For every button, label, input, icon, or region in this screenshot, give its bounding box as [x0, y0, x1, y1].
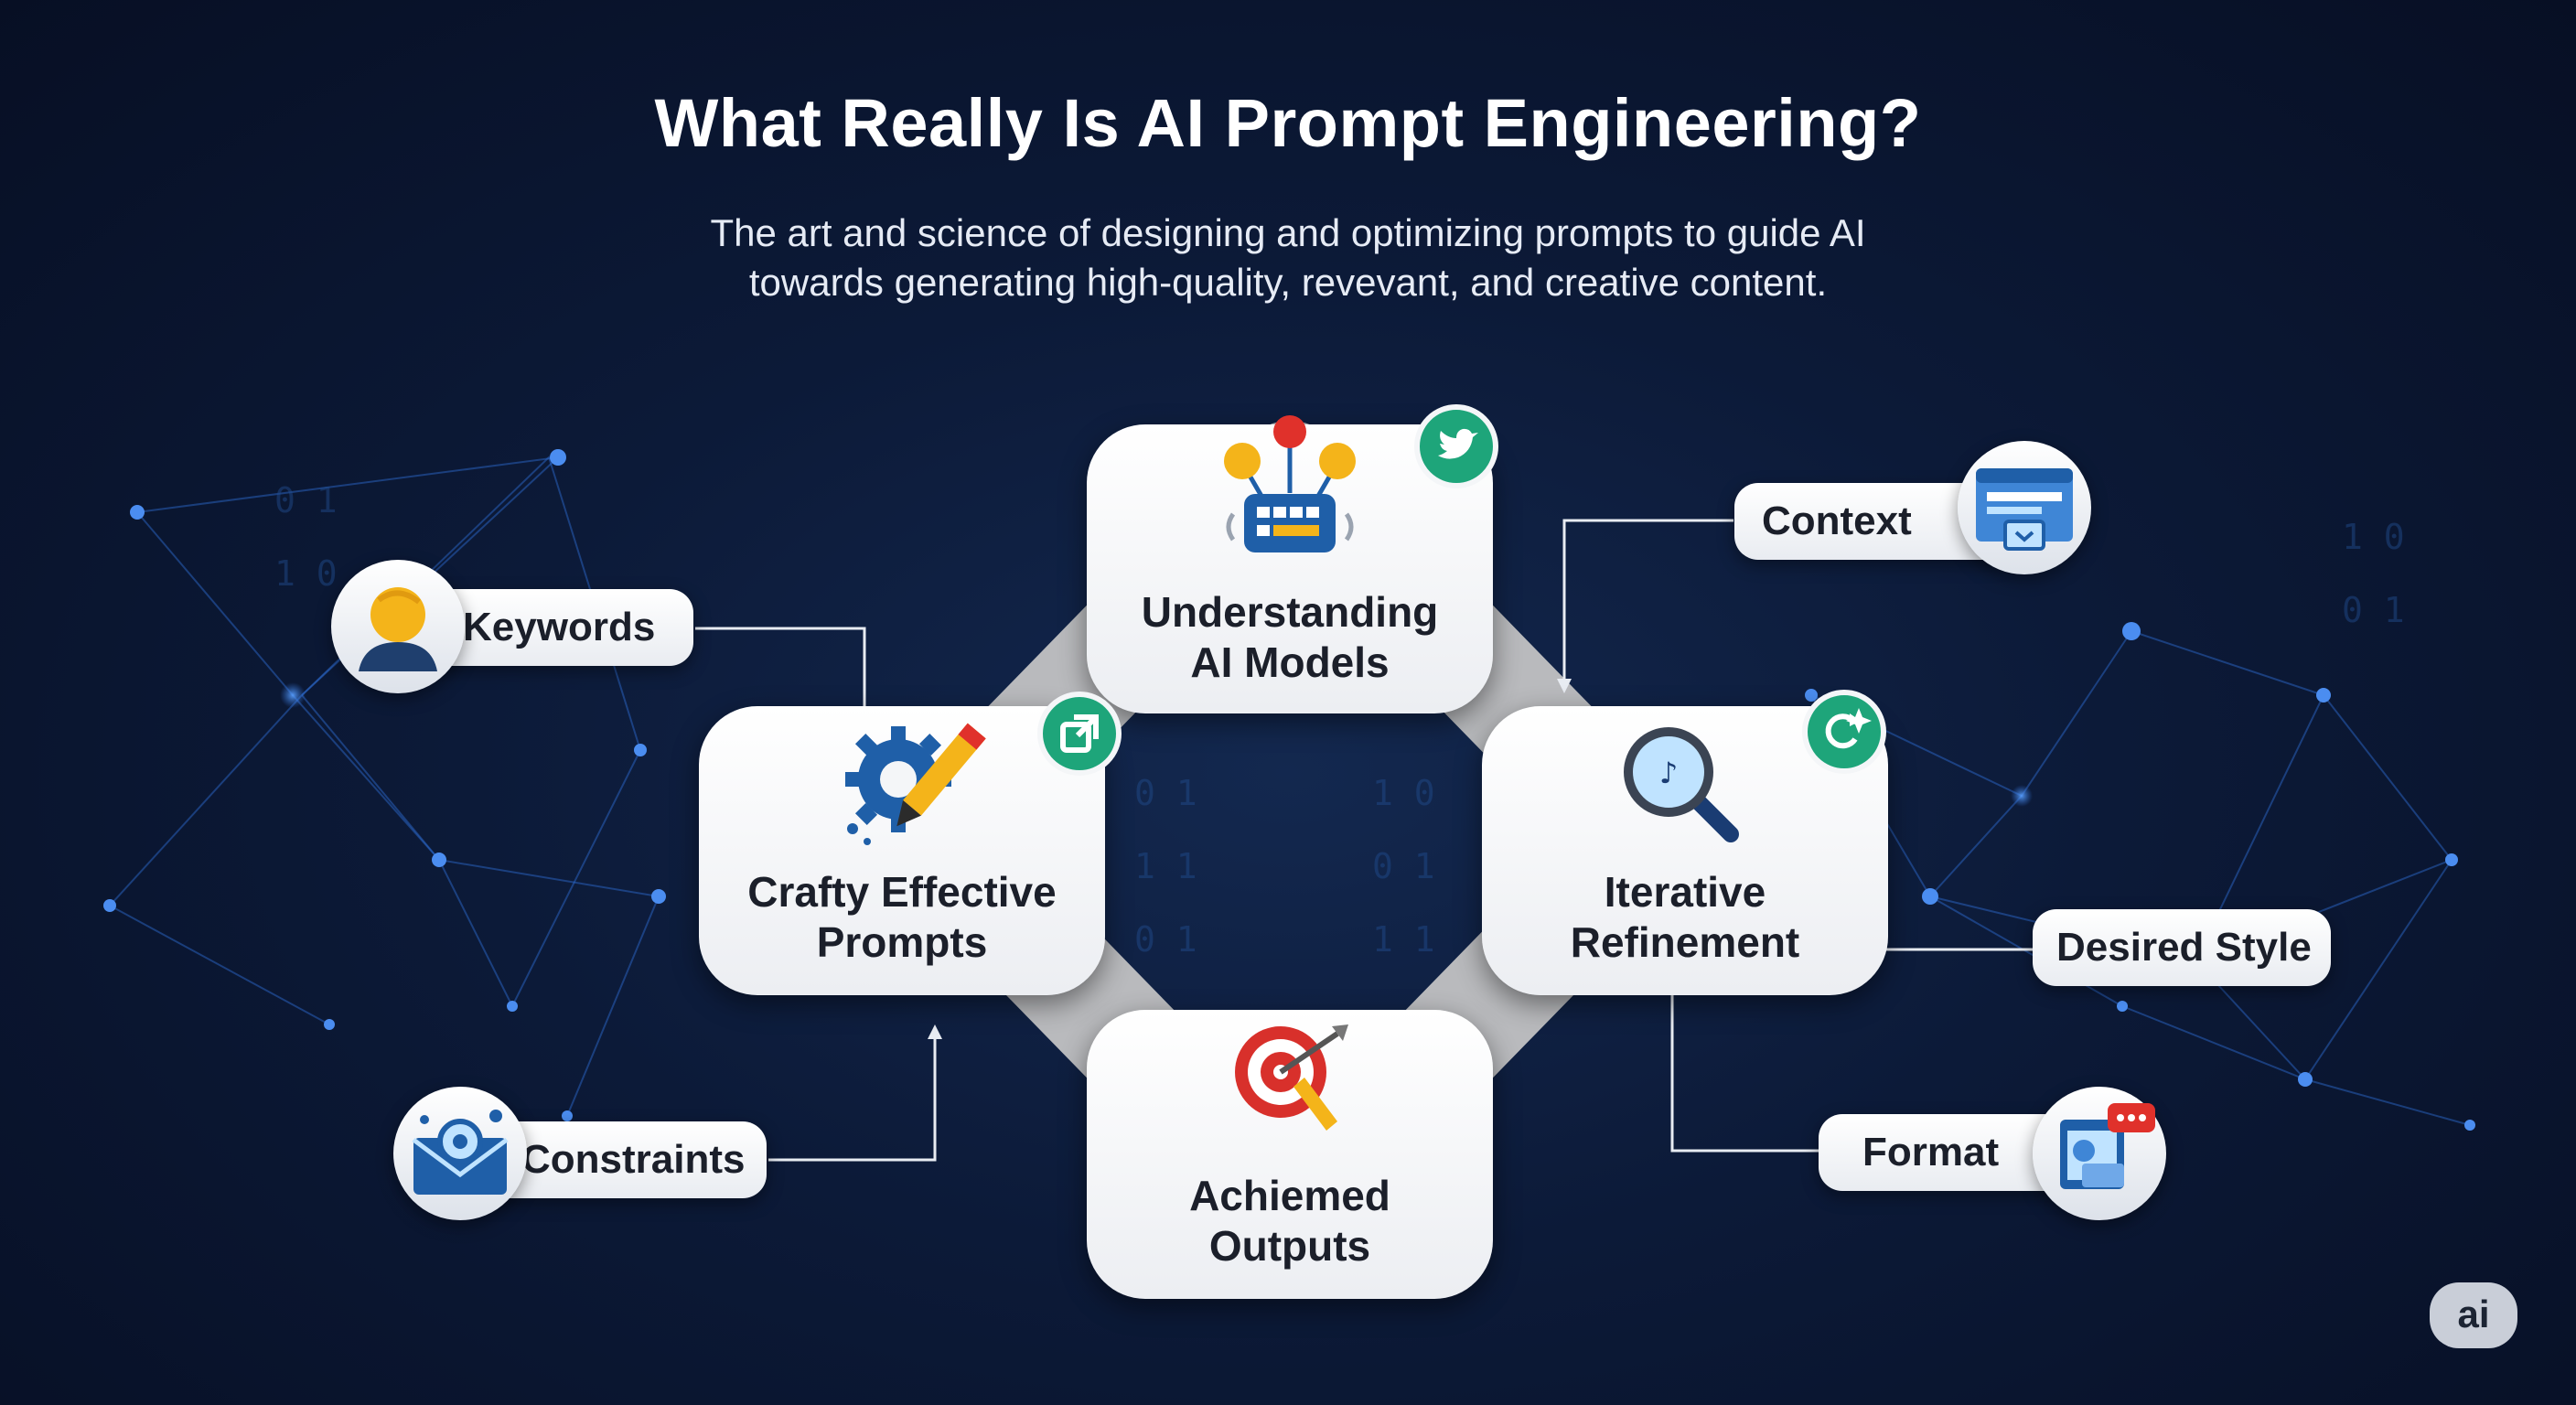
target-arrow-icon — [1235, 1024, 1348, 1131]
card-label-right: Iterative Refinement — [1570, 868, 1800, 966]
svg-text:0 1: 0 1 — [2342, 590, 2405, 630]
envelope-gear-icon — [412, 1110, 509, 1195]
page-title: What Really Is AI Prompt Engineering? — [654, 85, 1922, 161]
format-icon-circle — [2033, 1087, 2166, 1220]
browser-window-icon — [1976, 468, 2073, 551]
ai-logo: ai — [2430, 1282, 2517, 1348]
robot-network-icon — [1224, 415, 1356, 552]
external-link-icon — [1060, 714, 1099, 753]
page-subtitle: The art and science of designing and opt… — [710, 211, 1866, 304]
svg-text:1 0: 1 0 — [1372, 773, 1435, 813]
gear-pencil-icon — [845, 723, 986, 845]
svg-text:♪: ♪ — [1659, 756, 1678, 790]
svg-text:0 1: 0 1 — [1372, 846, 1435, 886]
svg-text:1 1: 1 1 — [1372, 919, 1435, 960]
pill-label-constraints: Constraints — [521, 1137, 746, 1182]
user-avatar-icon — [359, 587, 437, 671]
svg-text:1 0: 1 0 — [2342, 517, 2405, 557]
right-badge — [1802, 690, 1886, 774]
svg-text:0 1: 0 1 — [1134, 773, 1197, 813]
card-label-top: Understanding AI Models — [1141, 588, 1439, 686]
top-badge — [1414, 404, 1498, 488]
pill-label-keywords: Keywords — [463, 605, 656, 649]
chat-windows-icon — [2060, 1103, 2155, 1189]
left-badge — [1037, 692, 1122, 776]
pill-label-format: Format — [1862, 1130, 2000, 1174]
pill-label-context: Context — [1762, 499, 1912, 543]
card-achieved-outputs: Achiemed Outputs — [1087, 1010, 1493, 1299]
context-icon-circle — [1958, 441, 2091, 574]
card-label-left: Crafty Effective Prompts — [747, 868, 1057, 966]
svg-text:0 1: 0 1 — [1134, 919, 1197, 960]
twitter-bird-icon — [1438, 428, 1478, 459]
pill-desired-style: Desired Style — [2033, 909, 2331, 986]
svg-text:0 1: 0 1 — [274, 480, 338, 520]
svg-text:1 1: 1 1 — [1134, 846, 1197, 886]
pill-label-desired-style: Desired Style — [2056, 925, 2312, 970]
refresh-spark-icon — [1825, 708, 1872, 749]
card-craft-effective-prompts: Crafty Effective Prompts — [699, 706, 1105, 995]
card-label-bottom: Achiemed Outputs — [1189, 1172, 1390, 1270]
constraints-icon-circle — [393, 1087, 527, 1220]
keywords-icon-circle — [331, 560, 465, 693]
magnifier-icon: ♪ — [1624, 727, 1739, 842]
svg-text:1 0: 1 0 — [274, 553, 338, 594]
